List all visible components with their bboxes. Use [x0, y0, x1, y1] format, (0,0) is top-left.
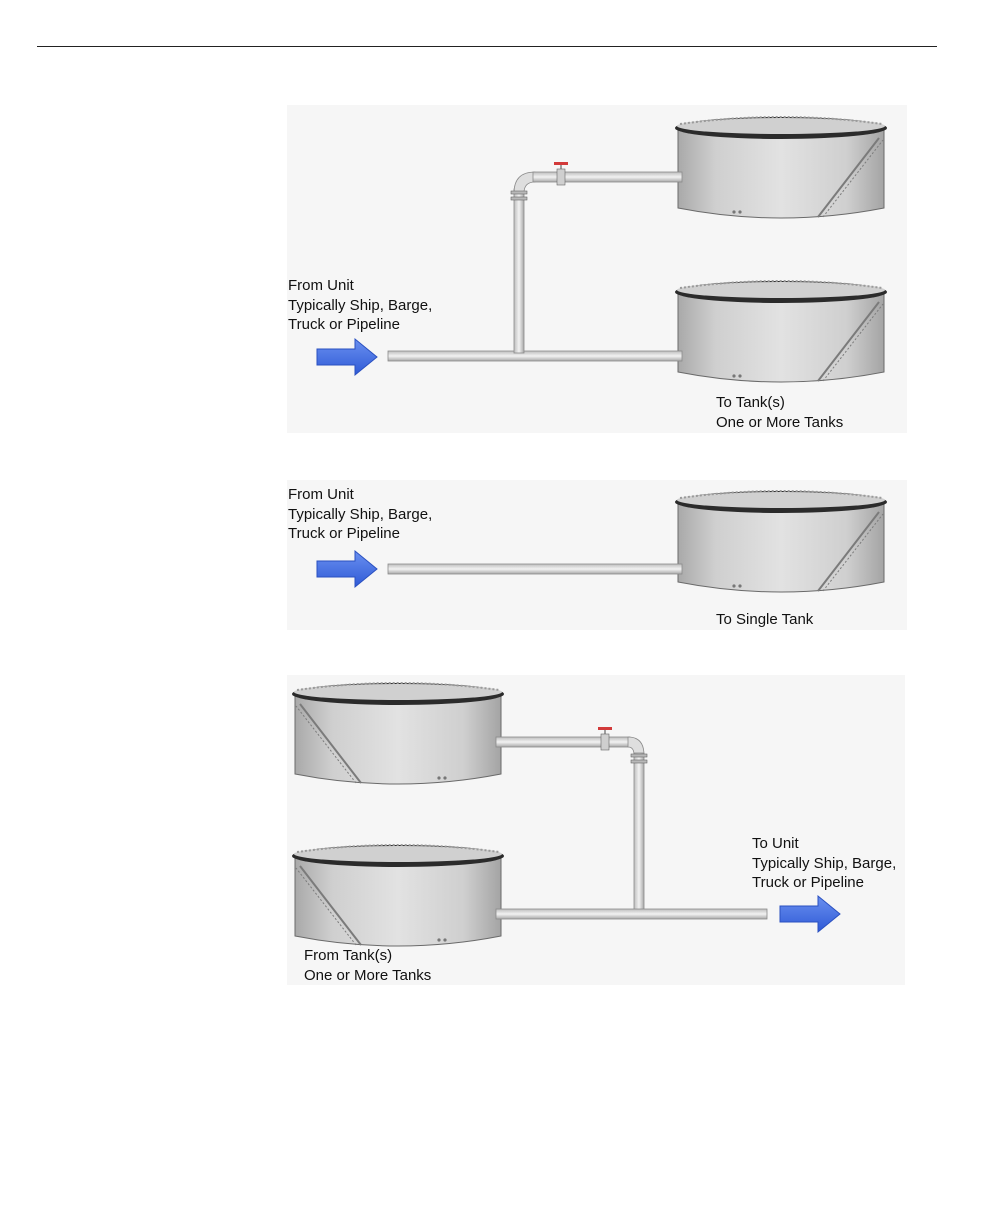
upper-storage-tank: [675, 117, 887, 218]
source-label: From Unit Typically Ship, Barge, Truck o…: [288, 276, 432, 335]
storage-tank: [675, 491, 887, 592]
main-pipeline: [388, 351, 682, 361]
pipe-flange: [631, 754, 647, 757]
branch-pipe: [533, 172, 682, 182]
source-label: From Tank(s) One or More Tanks: [304, 946, 431, 985]
upper-storage-tank: [292, 683, 504, 784]
source-label: From Unit Typically Ship, Barge, Truck o…: [288, 485, 432, 544]
lower-storage-tank: [292, 845, 504, 946]
diagram-single-tank-receipt: From Unit Typically Ship, Barge, Truck o…: [287, 480, 907, 630]
destination-label: To Single Tank: [716, 610, 813, 630]
diagram-tank-delivery: From Tank(s) One or More Tanks To Unit T…: [287, 675, 905, 985]
destination-label: To Unit Typically Ship, Barge, Truck or …: [752, 834, 896, 893]
riser-pipe: [514, 189, 524, 353]
flow-arrow-icon: [317, 339, 377, 375]
flow-arrow-icon: [780, 896, 840, 932]
panel3-graphic: [287, 675, 905, 985]
pipe-elbow: [628, 737, 644, 755]
main-pipeline: [388, 564, 682, 574]
pipe-flange: [631, 760, 647, 763]
branch-pipe: [496, 737, 630, 747]
riser-pipe: [634, 753, 644, 913]
lower-storage-tank: [675, 281, 887, 382]
main-pipeline: [496, 909, 767, 919]
destination-label: To Tank(s) One or More Tanks: [716, 393, 843, 432]
pipe-elbow: [514, 172, 535, 193]
panel1-graphic: [287, 105, 907, 433]
pipe-flange: [511, 191, 527, 194]
diagram-multi-tank-receipt: From Unit Typically Ship, Barge, Truck o…: [287, 105, 907, 433]
page-header-rule: [37, 46, 937, 47]
flow-arrow-icon: [317, 551, 377, 587]
pipe-flange: [511, 197, 527, 200]
